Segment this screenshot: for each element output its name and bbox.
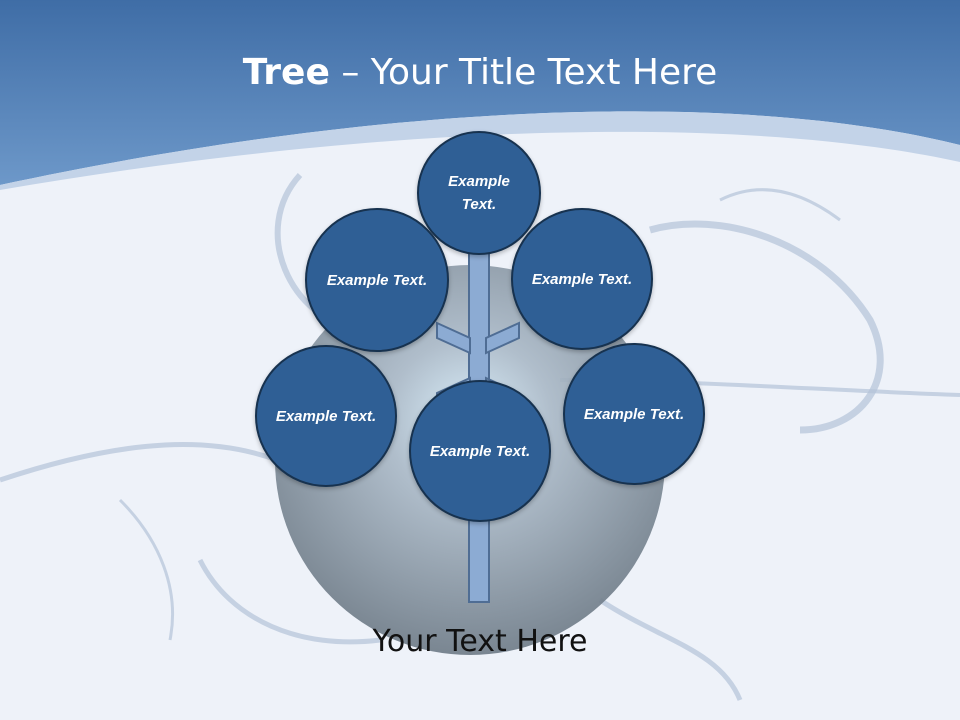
title-bold: Tree	[242, 52, 330, 93]
node-lower-left-label: Example Text.	[275, 407, 377, 425]
node-lower-left: Example Text.	[255, 345, 397, 487]
node-upper-right-label: Example Text.	[531, 270, 633, 288]
caption-text: Your Text Here	[372, 624, 588, 659]
slide-title: Tree – Your Title Text Here	[0, 52, 960, 93]
header-swoosh	[0, 111, 960, 190]
node-top: Example Text.	[417, 131, 541, 255]
node-center: Example Text.	[409, 380, 551, 522]
node-upper-left: Example Text.	[305, 208, 449, 352]
title-separator: –	[329, 52, 371, 93]
node-top-label: Example Text.	[448, 173, 510, 213]
node-lower-right: Example Text.	[563, 343, 705, 485]
node-center-label: Example Text.	[429, 442, 531, 460]
node-upper-left-label: Example Text.	[326, 271, 428, 289]
header-band	[0, 0, 960, 185]
title-text: Your Title Text Here	[370, 52, 718, 93]
node-upper-right: Example Text.	[511, 208, 653, 350]
node-lower-right-label: Example Text.	[583, 405, 685, 423]
